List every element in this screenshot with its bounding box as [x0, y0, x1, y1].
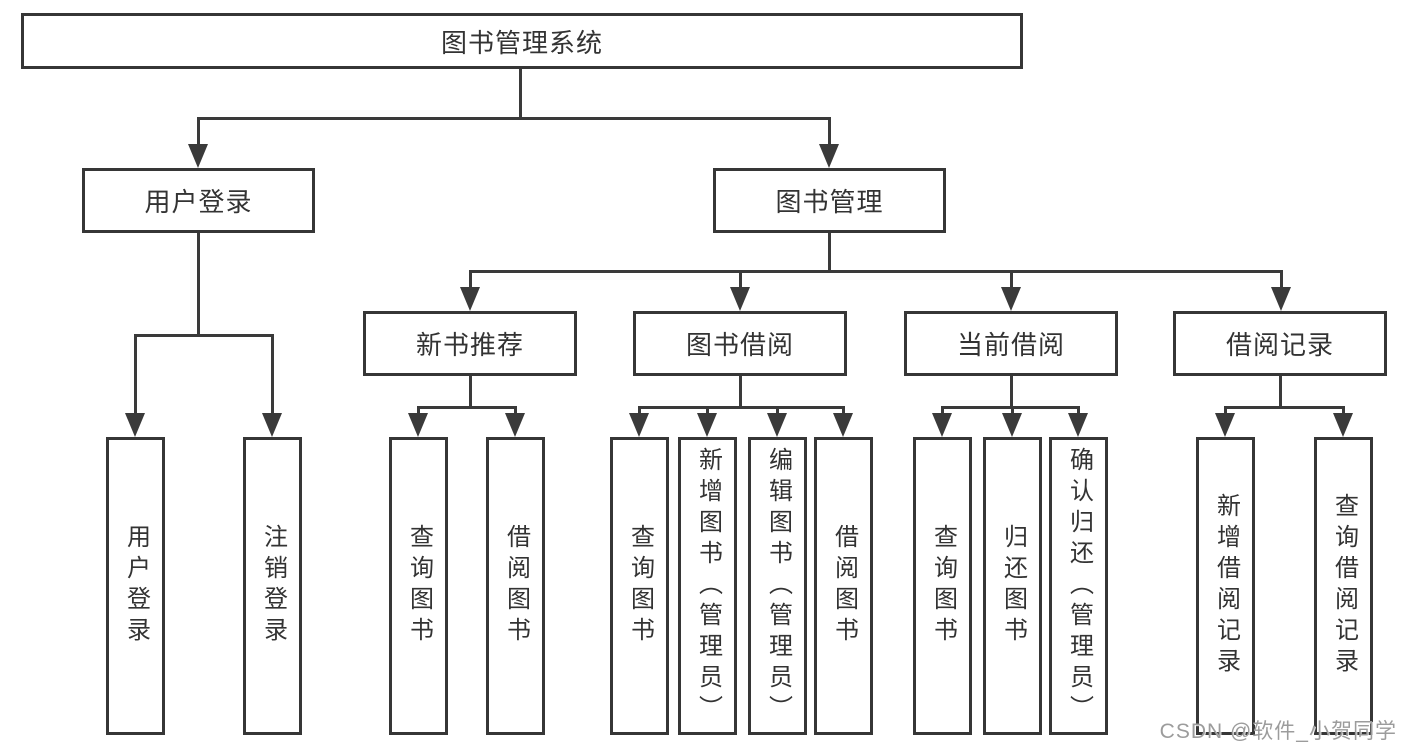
- node-label: 新书推荐: [415, 330, 524, 360]
- connector-line: [842, 406, 845, 416]
- node-current-borrowing: 当前借阅: [904, 311, 1118, 376]
- node-new-book-recommend: 新书推荐: [363, 311, 577, 376]
- node-library-management-system: 图书管理系统: [21, 13, 1023, 69]
- connector-line: [1010, 270, 1013, 290]
- leaf-add-book-admin: 新增图书（管理员）: [678, 437, 737, 735]
- connector-line: [739, 270, 742, 290]
- connector-line: [417, 406, 517, 409]
- arrow-down-icon: [1001, 287, 1021, 311]
- connector-line: [197, 117, 200, 147]
- arrow-down-icon: [1215, 413, 1235, 437]
- connector-line: [638, 406, 845, 409]
- leaf-logout: 注销登录: [243, 437, 302, 735]
- leaf-label: 查询借阅记录: [1330, 493, 1358, 679]
- node-label: 用户登录: [144, 187, 253, 217]
- arrow-down-icon: [1333, 413, 1353, 437]
- connector-line: [469, 270, 1282, 273]
- connector-line: [1224, 406, 1344, 409]
- watermark-text: CSDN @软件_小贺同学: [1159, 720, 1397, 743]
- connector-line: [197, 233, 200, 337]
- leaf-label: 借阅图书: [502, 524, 530, 648]
- connector-line: [1011, 406, 1014, 416]
- connector-line: [1280, 270, 1283, 290]
- leaf-query-book-recommend: 查询图书: [389, 437, 448, 735]
- arrow-down-icon: [819, 144, 839, 168]
- node-label: 图书管理: [775, 187, 884, 217]
- arrow-down-icon: [460, 287, 480, 311]
- leaf-label: 查询图书: [929, 524, 957, 648]
- connector-line: [828, 117, 831, 147]
- leaf-label: 查询图书: [405, 524, 433, 648]
- leaf-return-book: 归还图书: [983, 437, 1042, 735]
- arrow-down-icon: [932, 413, 952, 437]
- arrow-down-icon: [767, 413, 787, 437]
- arrow-down-icon: [125, 413, 145, 437]
- leaf-label: 借阅图书: [830, 524, 858, 648]
- leaf-query-book-current: 查询图书: [913, 437, 972, 735]
- connector-line: [519, 69, 522, 118]
- node-book-management: 图书管理: [713, 168, 946, 233]
- connector-line: [1342, 406, 1345, 416]
- leaf-user-login: 用户登录: [106, 437, 165, 735]
- node-label: 图书借阅: [685, 330, 794, 360]
- node-user-login: 用户登录: [82, 168, 315, 233]
- leaf-label: 用户登录: [122, 524, 150, 648]
- connector-line: [1279, 376, 1282, 409]
- connector-line: [706, 406, 709, 416]
- arrow-down-icon: [505, 413, 525, 437]
- node-label: 当前借阅: [956, 330, 1065, 360]
- connector-line: [941, 406, 1080, 409]
- arrow-down-icon: [1002, 413, 1022, 437]
- leaf-confirm-return-admin: 确认归还（管理员）: [1049, 437, 1108, 735]
- arrow-down-icon: [1271, 287, 1291, 311]
- connector-line: [1077, 406, 1080, 416]
- leaf-query-book-borrowing: 查询图书: [610, 437, 669, 735]
- leaf-add-borrow-record: 新增借阅记录: [1196, 437, 1255, 735]
- arrow-down-icon: [188, 144, 208, 168]
- connector-line: [417, 406, 420, 416]
- connector-line: [828, 233, 831, 273]
- connector-line: [739, 376, 742, 409]
- leaf-label: 注销登录: [259, 524, 287, 648]
- connector-line: [941, 406, 944, 416]
- leaf-label: 确认归还（管理员）: [1065, 446, 1093, 726]
- node-borrowing-records: 借阅记录: [1173, 311, 1387, 376]
- leaf-borrow-book-recommend: 借阅图书: [486, 437, 545, 735]
- leaf-borrow-book: 借阅图书: [814, 437, 873, 735]
- connector-line: [776, 406, 779, 416]
- arrow-down-icon: [1068, 413, 1088, 437]
- arrow-down-icon: [408, 413, 428, 437]
- connector-line: [514, 406, 517, 416]
- connector-line: [1224, 406, 1227, 416]
- connector-line: [134, 334, 274, 337]
- arrow-down-icon: [697, 413, 717, 437]
- leaf-label: 编辑图书（管理员）: [764, 446, 792, 726]
- leaf-label: 新增借阅记录: [1212, 493, 1240, 679]
- connector-line: [638, 406, 641, 416]
- leaf-label: 归还图书: [999, 524, 1027, 648]
- connector-line: [469, 376, 472, 409]
- connector-line: [197, 117, 831, 120]
- connector-line: [469, 270, 472, 290]
- node-label: 借阅记录: [1225, 330, 1334, 360]
- leaf-label: 查询图书: [626, 524, 654, 648]
- node-label: 图书管理系统: [440, 27, 603, 58]
- arrow-down-icon: [629, 413, 649, 437]
- arrow-down-icon: [262, 413, 282, 437]
- leaf-query-borrow-record: 查询借阅记录: [1314, 437, 1373, 735]
- connector-line: [1010, 376, 1013, 409]
- leaf-edit-book-admin: 编辑图书（管理员）: [748, 437, 807, 735]
- arrow-down-icon: [833, 413, 853, 437]
- arrow-down-icon: [730, 287, 750, 311]
- connector-line: [271, 334, 274, 416]
- connector-line: [134, 334, 137, 416]
- leaf-label: 新增图书（管理员）: [694, 446, 722, 726]
- node-book-borrowing: 图书借阅: [633, 311, 847, 376]
